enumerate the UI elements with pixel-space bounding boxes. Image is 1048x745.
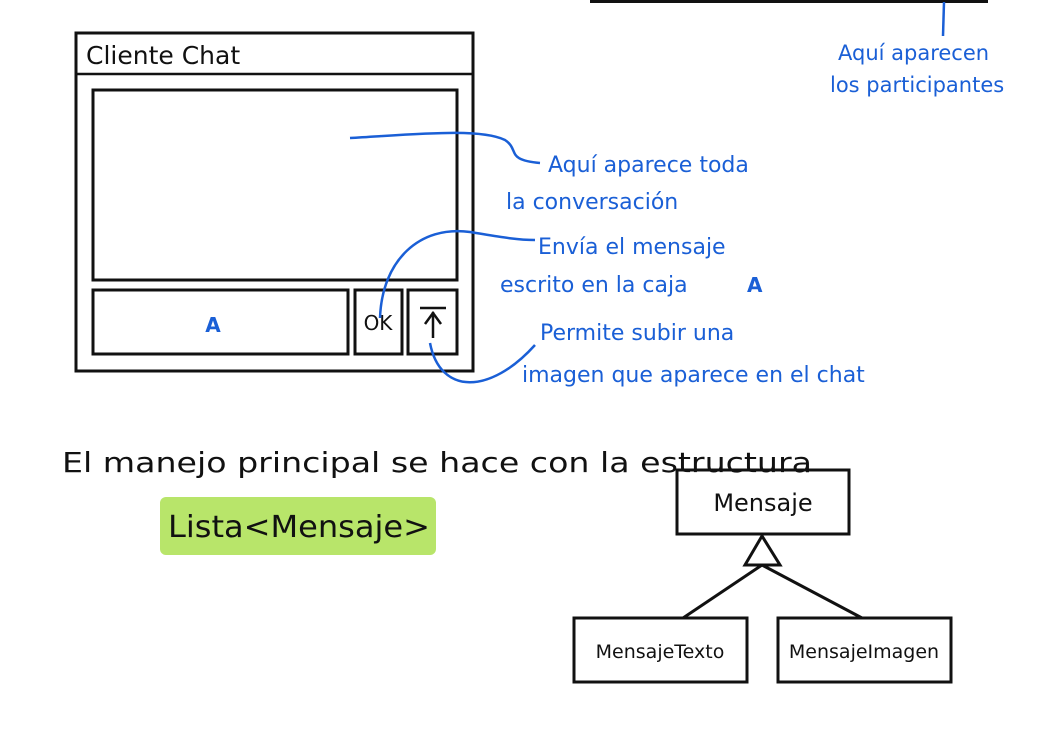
ok-button[interactable] — [353, 288, 404, 356]
send-annotation-line2-ref: A — [747, 273, 763, 297]
upload-annotation-line1: Permite subir una — [540, 321, 734, 346]
ok-button-label: OK — [364, 311, 394, 335]
inheritance-triangle — [742, 533, 783, 567]
window-title: Cliente Chat — [86, 41, 240, 70]
uml-class-mensaje-label: Mensaje — [713, 489, 812, 517]
conversation-annotation-line1: Aquí aparece toda — [548, 153, 749, 178]
conversation-annotation-line2: la conversación — [506, 190, 678, 215]
uml-class-mensajeimagen — [776, 616, 953, 684]
send-annotation-line2-text: escrito en la caja — [500, 273, 688, 298]
uml-class-mensajeimagen-label: MensajeImagen — [789, 641, 939, 663]
uml-class-diagram: Mensaje MensajeTexto MensajeImagen — [572, 468, 953, 684]
uml-class-mensajetexto — [572, 616, 749, 684]
participants-pointer — [941, 1, 946, 37]
upload-arrow-icon — [420, 306, 446, 338]
uml-class-mensaje — [675, 468, 851, 536]
upload-pointer — [428, 342, 536, 384]
upload-annotation-line2: imagen que aparece en el chat — [522, 363, 865, 388]
message-input-box[interactable] — [91, 288, 350, 356]
message-input-label: A — [205, 313, 221, 337]
conversation-area — [91, 88, 459, 282]
chat-client-window: Cliente Chat A OK — [74, 31, 475, 373]
conversation-pointer — [349, 131, 541, 165]
highlight-marker — [160, 497, 436, 555]
send-pointer — [378, 229, 536, 319]
inheritance-line-left — [682, 563, 763, 620]
send-annotation-line1: Envía el mensaje — [538, 235, 726, 260]
uml-class-mensajetexto-label: MensajeTexto — [596, 641, 725, 663]
highlighted-structure: Lista<Mensaje> — [168, 510, 430, 545]
participants-panel — [590, 0, 988, 37]
participants-annotation-line1: Aquí aparecen — [838, 41, 989, 65]
inheritance-line-right — [761, 563, 863, 620]
main-sentence: El manejo principal se hace con la estru… — [62, 446, 812, 479]
participants-annotation-line2: los participantes — [830, 73, 1004, 97]
